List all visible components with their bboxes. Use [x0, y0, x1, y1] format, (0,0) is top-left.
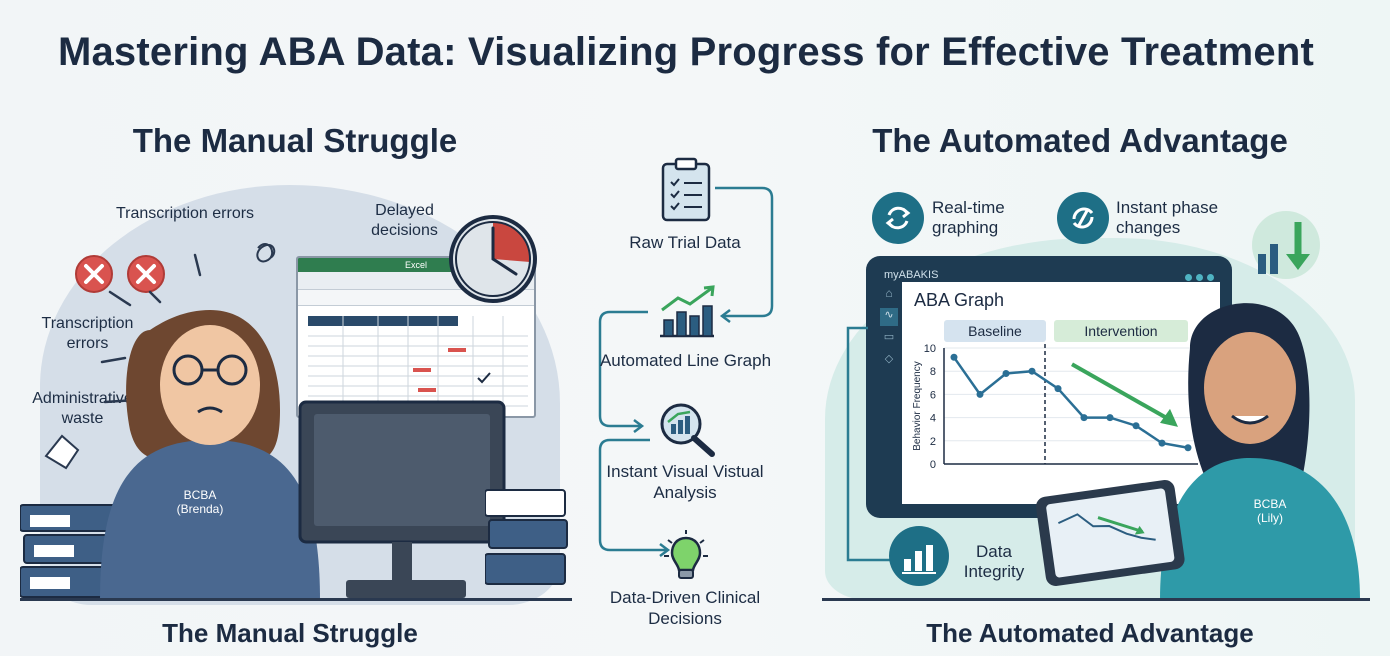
trend-down-icon	[1252, 211, 1320, 279]
window-dot[interactable]	[1207, 274, 1214, 281]
spreadsheet-grid	[308, 316, 528, 416]
data-point	[950, 353, 958, 361]
series-line	[952, 356, 1189, 449]
app-window: myABAKIS ⌂ ∿ ▭ ◇ ABA Graph Baseline Inte…	[866, 256, 1232, 518]
trend-arrow-line	[1071, 362, 1171, 422]
error-x-icons	[75, 255, 165, 293]
clock-icon	[449, 215, 537, 303]
step-automated-line-graph: Automated Line Graph	[599, 351, 772, 370]
clipboard-icon	[661, 157, 711, 222]
badge-role: BCBA	[1253, 497, 1287, 511]
flow-connectors	[598, 186, 774, 557]
graph-title: ABA Graph	[914, 290, 1005, 310]
left-heading: The Manual Struggle	[132, 122, 458, 159]
window-dot[interactable]	[1196, 274, 1203, 281]
y-tick-label: 6	[930, 389, 936, 401]
badge-name: (Lily)	[1257, 511, 1283, 525]
badge-name: (Brenda)	[176, 502, 224, 516]
trend-arrow-head	[1160, 408, 1178, 427]
data-point	[1054, 385, 1062, 393]
window-dot[interactable]	[1185, 274, 1192, 281]
folder-icon[interactable]: ▭	[883, 331, 895, 343]
app-name: myABAKIS	[884, 269, 939, 281]
app-sidebar: ⌂ ∿ ▭ ◇	[878, 282, 900, 504]
label-delayed-decisions: Delayed decisions	[371, 202, 438, 239]
data-point	[1002, 370, 1010, 378]
step-instant-visual-analysis: Instant Visual Vistual Analysis	[606, 462, 764, 502]
feature-instant-phase-changes: Instant phase changes	[1116, 198, 1219, 237]
badge-brenda: BCBA (Brenda)	[160, 488, 240, 516]
person-brenda	[100, 310, 320, 600]
stress-lines	[100, 242, 276, 404]
right-desk-line	[822, 598, 1370, 601]
phase-intervention: Intervention	[1054, 320, 1188, 342]
person-lily	[1160, 303, 1360, 600]
y-axis-label: Behavior Frequency	[912, 361, 923, 451]
data-point	[1080, 414, 1088, 422]
right-footer-title: The Automated Advantage	[926, 618, 1254, 648]
data-point	[1158, 439, 1166, 447]
graph-nav-icon[interactable]: ∿	[880, 308, 898, 326]
data-point	[1106, 414, 1114, 422]
binders-stack-right	[485, 489, 568, 585]
settings-icon[interactable]: ◇	[884, 353, 894, 365]
phase-change-icon	[1057, 192, 1109, 244]
bar-chart-up-icon	[660, 285, 715, 338]
data-integrity-icon	[889, 526, 949, 586]
badge-lily: BCBA (Lily)	[1235, 497, 1305, 525]
phase-baseline: Baseline	[944, 320, 1046, 342]
badge-role: BCBA	[183, 488, 217, 502]
feature-realtime-graphing: Real-time graphing	[932, 198, 1005, 237]
label-transcription-top: Transcription errors	[115, 205, 255, 222]
y-tick-label: 8	[930, 366, 936, 378]
aba-line-chart: 10 8 6 4 2 0 Behavior Frequency	[912, 343, 1198, 471]
page-title: Mastering ABA Data: Visualizing Progress…	[57, 30, 1315, 74]
realtime-graphing-icon	[872, 192, 924, 244]
data-point	[976, 390, 984, 398]
lightbulb-icon	[664, 530, 708, 579]
label-transcription-mid: Transcription errors	[41, 315, 134, 352]
magnifier-chart-icon	[660, 403, 715, 457]
step-raw-trial-data: Raw Trial Data	[629, 233, 741, 252]
home-icon[interactable]: ⌂	[885, 286, 893, 300]
right-heading: The Automated Advantage	[872, 122, 1288, 159]
y-tick-label: 4	[930, 413, 936, 425]
feature-data-integrity: Data Integrity	[963, 542, 1025, 581]
data-point	[1132, 422, 1140, 430]
desktop-monitor	[298, 400, 506, 598]
integrity-connector	[846, 326, 898, 562]
loose-paper-icon	[44, 434, 80, 470]
y-tick-label: 10	[924, 343, 936, 355]
app-titlebar: myABAKIS	[878, 268, 1220, 282]
left-desk-line	[20, 598, 572, 601]
y-tick-label: 0	[930, 459, 936, 471]
left-footer-title: The Manual Struggle	[162, 618, 418, 648]
data-point	[1028, 367, 1036, 375]
y-tick-label: 2	[930, 436, 936, 448]
tablet-device	[1035, 479, 1185, 586]
data-point	[1184, 444, 1192, 452]
step-data-driven-decisions: Data-Driven Clinical Decisions	[609, 588, 761, 628]
